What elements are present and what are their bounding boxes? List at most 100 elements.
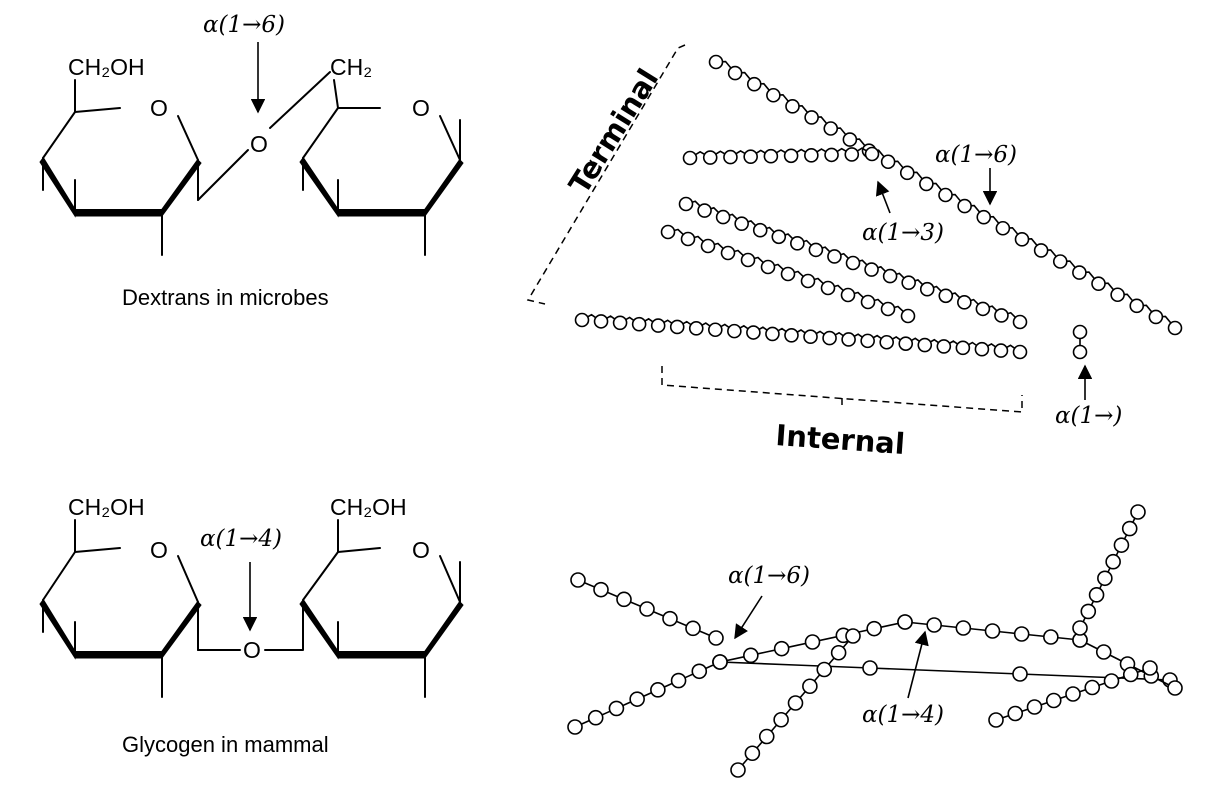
glucose-residue	[669, 319, 685, 335]
glycogen-chain-annotations: α(1→6) α(1→4)	[728, 563, 944, 728]
glucose-residue	[1113, 537, 1130, 553]
glycogen-up-branch	[1072, 504, 1146, 636]
glucose-residue	[880, 301, 896, 317]
glucose-residue	[758, 728, 775, 745]
glucose-residue	[570, 572, 586, 588]
glucose-residue	[697, 203, 712, 218]
glucose-residue	[743, 149, 758, 164]
glucose-residue	[1014, 232, 1030, 247]
glycogen-arc-3	[1072, 632, 1183, 696]
glucose-residue	[898, 336, 914, 351]
glucose-residue	[988, 712, 1004, 728]
glucose-residue	[740, 252, 756, 268]
glucose-residue	[608, 700, 625, 717]
glucose-residue	[804, 148, 819, 163]
glycogen-chain-linkage-16-label: α(1→6)	[728, 563, 810, 589]
glucose-residue	[708, 630, 724, 646]
glycogen-branched-chain	[567, 504, 1183, 778]
glucose-residue	[864, 262, 879, 277]
glucose-residue	[1012, 314, 1028, 330]
glucose-residue	[899, 165, 915, 181]
dextran-chain-stub	[1072, 324, 1088, 360]
glucose-residue	[860, 333, 875, 349]
dextran-chain-linkage-13-arrow	[875, 180, 891, 214]
dextran-right-ch2: CH₂	[330, 54, 372, 80]
glucose-residue	[688, 321, 704, 336]
glucose-residue	[639, 601, 655, 617]
glucose-residue	[864, 146, 880, 162]
glucose-residue	[1167, 320, 1183, 336]
glucose-residue	[938, 288, 954, 304]
glucose-residue	[593, 314, 609, 329]
glucose-residue	[567, 719, 583, 735]
glucose-residue	[662, 610, 678, 627]
glucose-residue	[723, 149, 738, 165]
glycogen-left-ring-oxygen: O	[150, 537, 168, 563]
glucose-residue	[612, 315, 628, 331]
glucose-residue	[804, 634, 821, 650]
glucose-residue	[629, 691, 645, 707]
glucose-residue	[955, 340, 971, 356]
glucose-residue	[862, 660, 878, 676]
glycogen-structure: CH₂OH O O α(1→4) CH₂OH O Glycogen in mam…	[39, 494, 464, 757]
glucose-residue	[820, 280, 836, 296]
residue-link	[719, 661, 1171, 681]
glucose-residue	[773, 640, 790, 657]
dextran-right-ring	[299, 79, 464, 256]
glucose-residue	[1072, 620, 1088, 636]
dextran-chain-branch-c	[660, 224, 916, 324]
glucose-residue	[917, 337, 933, 353]
glucose-residue	[715, 209, 731, 225]
glucose-residue	[984, 623, 1001, 639]
glucose-residue	[827, 249, 842, 264]
glycogen-chain-linkage-14-arrow	[907, 630, 929, 699]
dextran-caption: Dextrans in microbes	[122, 285, 329, 310]
dextran-left-ring-oxygen: O	[150, 95, 168, 121]
glucose-residue	[1095, 644, 1112, 660]
glucose-residue	[841, 332, 856, 347]
dextran-linkage-label: α(1→6)	[203, 12, 285, 38]
glycogen-left-ring	[39, 519, 202, 698]
glucose-residue	[994, 308, 1009, 323]
glucose-residue	[746, 325, 761, 340]
glucose-residue	[1110, 287, 1125, 303]
glucose-residue	[1142, 660, 1158, 676]
glucose-residue	[780, 266, 796, 282]
glucose-residue	[1013, 626, 1030, 642]
glucose-residue	[823, 121, 839, 136]
glucose-residue	[1105, 553, 1121, 570]
glucose-residue	[845, 255, 861, 271]
glucose-residue	[1045, 692, 1062, 709]
glucose-residue	[1121, 520, 1138, 537]
glucose-residue	[936, 339, 952, 354]
glycogen-chain-linkage-14-label: α(1→4)	[862, 702, 944, 728]
glucose-residue	[1167, 680, 1183, 696]
glycogen-right-ring-oxygen: O	[412, 537, 430, 563]
glucose-residue	[880, 154, 896, 170]
glucose-residue	[975, 301, 991, 317]
glucose-residue	[752, 222, 768, 238]
glucose-residue	[840, 287, 856, 303]
glucose-residue	[1097, 570, 1113, 587]
dextran-structure: CH₂OH O O α(1→6) CH₂ O Dextrans in micro…	[39, 12, 464, 310]
glucose-residue	[1052, 254, 1068, 269]
glucose-residue	[802, 678, 818, 695]
glycogen-left-ch2oh: CH₂OH	[68, 494, 145, 520]
glucose-residue	[691, 663, 708, 680]
glucose-residue	[1148, 309, 1164, 325]
glucose-residue	[919, 176, 934, 192]
dextran-chain-internal	[574, 312, 1028, 360]
glucose-residue	[1065, 686, 1081, 702]
glucose-residue	[804, 110, 819, 125]
glycogen-right-ch2oh: CH₂OH	[330, 494, 407, 520]
glucose-residue	[744, 745, 761, 762]
glucose-residue	[700, 238, 716, 254]
glucose-residue	[682, 150, 698, 166]
glucose-residue	[1033, 243, 1049, 258]
glucose-residue	[900, 308, 916, 324]
glucose-residue	[660, 224, 676, 240]
residue-link	[581, 313, 1021, 353]
glucose-residue	[919, 281, 935, 297]
dextran-chain-linkage-13-label: α(1→3)	[862, 220, 944, 246]
